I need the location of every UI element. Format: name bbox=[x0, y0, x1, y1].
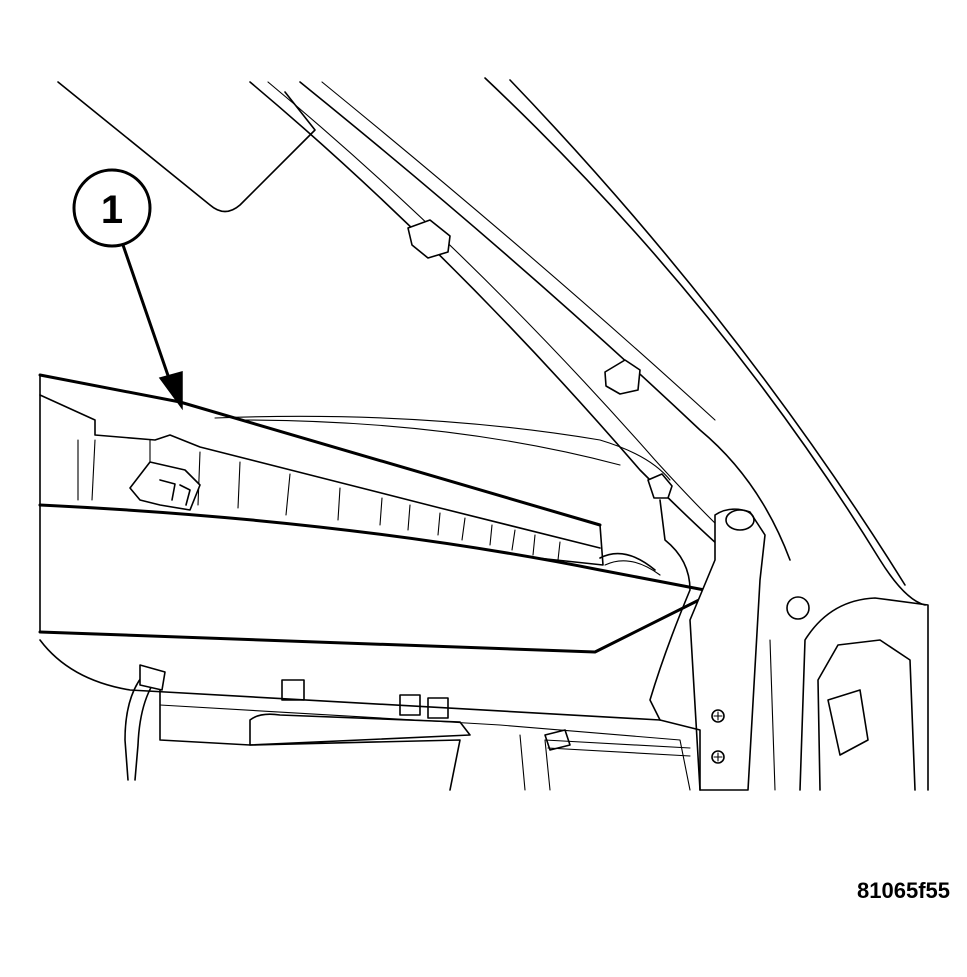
door-hinge-edge bbox=[769, 639, 776, 791]
vent-fins bbox=[77, 439, 561, 561]
dash-top-trim-inner-edge bbox=[39, 394, 601, 549]
pillar-harness-run bbox=[544, 739, 691, 757]
dash-surface-line bbox=[214, 415, 671, 481]
trim-panel-clip-detail bbox=[159, 479, 191, 506]
trim-panel-clip bbox=[129, 461, 201, 511]
instrument-panel-lower-edge bbox=[38, 590, 717, 654]
pillar-clip-middle bbox=[604, 359, 641, 395]
instrument-panel-top-edge bbox=[38, 503, 717, 594]
screw-upper bbox=[711, 709, 725, 723]
pillar-lower-trim bbox=[689, 508, 766, 791]
pillar-clip-upper bbox=[407, 219, 451, 259]
dash-switch-left bbox=[281, 679, 305, 701]
a-pillar-inner-line bbox=[509, 79, 906, 586]
windshield-edge-line bbox=[249, 81, 736, 561]
lower-dash-knee-line bbox=[159, 704, 691, 791]
wire-harness-pillar-2 bbox=[604, 560, 661, 576]
wire-harness-pillar bbox=[599, 552, 656, 571]
lower-dash-rail bbox=[249, 713, 471, 746]
lower-dash-panel bbox=[159, 689, 461, 791]
dash-switch-mid bbox=[399, 694, 421, 716]
figure-id-label: 81065f55 bbox=[857, 878, 950, 903]
body-hole bbox=[786, 596, 810, 620]
door-inner-recess bbox=[827, 689, 869, 756]
dash-switch-right bbox=[427, 697, 449, 719]
pillar-interior-contour bbox=[649, 499, 691, 721]
door-inner-panel bbox=[817, 639, 916, 791]
pillar-bolt-head bbox=[725, 509, 755, 531]
lower-dash-outline bbox=[39, 639, 701, 791]
windshield-edge-line-2 bbox=[267, 81, 739, 546]
harness-connector bbox=[139, 664, 166, 691]
pillar-trim-line-2 bbox=[321, 81, 716, 421]
lower-dash-inner bbox=[519, 734, 551, 791]
callout-leader-line bbox=[121, 243, 175, 392]
callout-label-1: 1 bbox=[101, 188, 123, 232]
pillar-clip-lower bbox=[647, 473, 673, 499]
mirror-panel-outline bbox=[57, 81, 316, 213]
callout-arrowhead bbox=[158, 371, 183, 411]
a-pillar-outer-line bbox=[484, 77, 926, 606]
door-frame-outline bbox=[799, 597, 929, 791]
screw-lower bbox=[711, 750, 725, 764]
pillar-harness-clip bbox=[544, 729, 571, 751]
callout-circle bbox=[72, 168, 152, 248]
dash-surface-line-2 bbox=[239, 419, 621, 466]
